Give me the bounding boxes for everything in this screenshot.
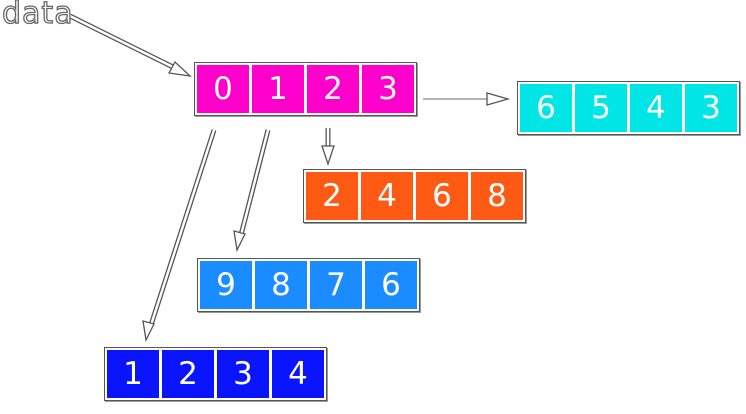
- array-dark-blue: 1 2 3 4: [104, 347, 327, 401]
- array-cell: 9: [200, 261, 252, 309]
- array-cell: 7: [310, 261, 362, 309]
- array-cell: 2: [162, 350, 214, 398]
- array-cell: 3: [217, 350, 269, 398]
- array-cell: 0: [197, 65, 249, 113]
- array-cell: 4: [272, 350, 324, 398]
- array-cell: 6: [416, 172, 468, 220]
- array-cell: 6: [365, 261, 417, 309]
- array-cell: 2: [307, 65, 359, 113]
- arrow-label-to-source: [68, 13, 192, 77]
- array-cyan: 6 5 4 3: [517, 81, 740, 135]
- array-cell: 3: [685, 84, 737, 132]
- array-cell: 4: [630, 84, 682, 132]
- array-cell: 8: [471, 172, 523, 220]
- array-cell: 2: [306, 172, 358, 220]
- array-cell: 3: [362, 65, 414, 113]
- array-cell: 8: [255, 261, 307, 309]
- array-cell: 1: [107, 350, 159, 398]
- array-cell: 4: [361, 172, 413, 220]
- arrow-source-to-orange: [321, 128, 335, 167]
- arrow-source-to-dark-blue: [142, 129, 217, 343]
- array-cell: 1: [252, 65, 304, 113]
- array-cell: 5: [575, 84, 627, 132]
- array-light-blue: 9 8 7 6: [197, 258, 420, 312]
- array-cell: 6: [520, 84, 572, 132]
- array-source: 0 1 2 3: [194, 62, 417, 116]
- data-label: data: [1, 0, 74, 32]
- arrow-source-to-light-blue: [233, 129, 271, 253]
- array-orange: 2 4 6 8: [303, 169, 526, 223]
- arrow-source-to-cyan: [423, 92, 511, 106]
